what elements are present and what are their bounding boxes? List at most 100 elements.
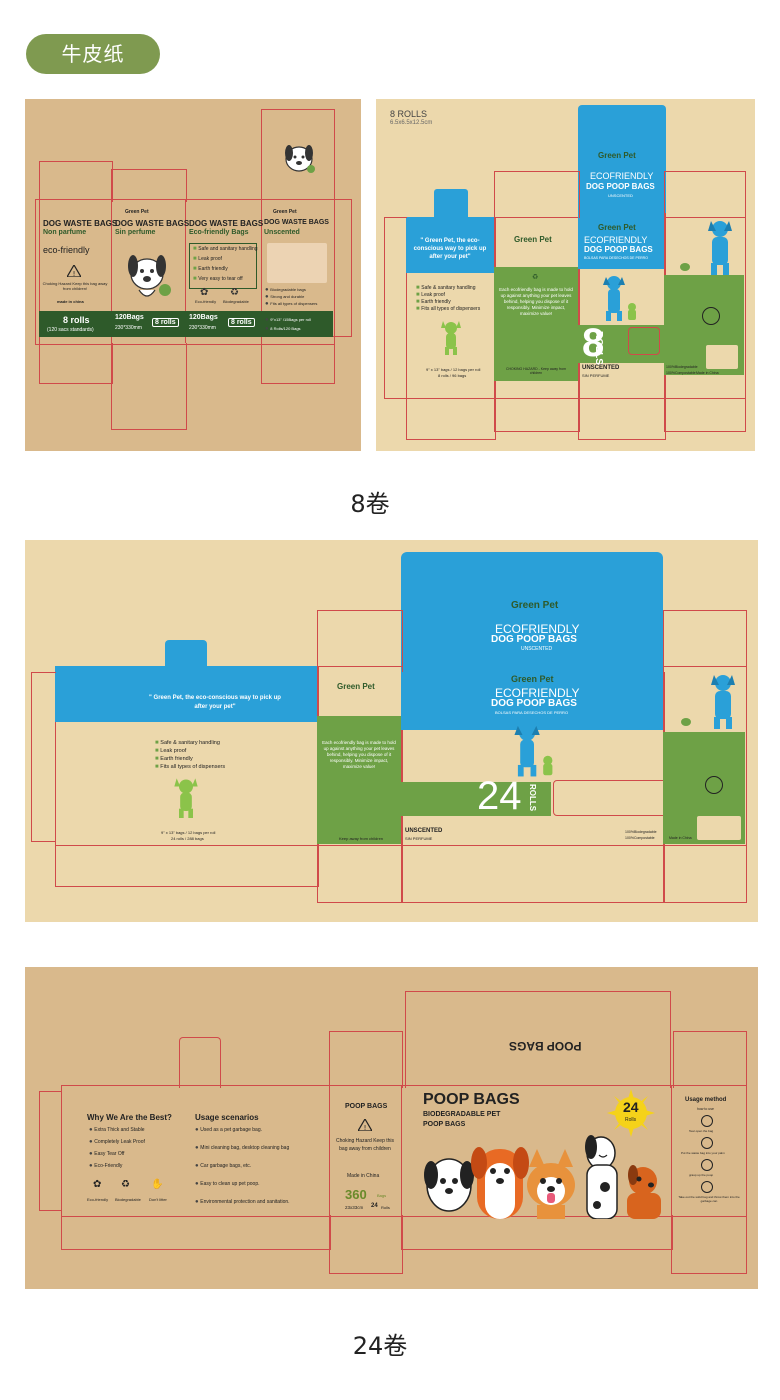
big-num: 24: [477, 774, 522, 818]
flap-brand: Green Pet: [598, 151, 636, 160]
caption-8-rolls: 8卷: [350, 490, 390, 518]
bio: 100%Biodegradable: [666, 365, 698, 369]
front-unscented-es: SIN PERFUME: [582, 373, 610, 378]
poopbags-24-dieline: POOP BAGS Why We Are the Best? Extra Thi…: [25, 967, 758, 1289]
flap-title2: DOG POOP BAGS: [586, 182, 655, 191]
front-sub-es: BOLSAS PARA DESECHOS DE PERRO: [584, 256, 648, 260]
p1-eco: eco-friendly: [43, 245, 90, 255]
p2-rolls: 8 rolls: [152, 318, 179, 327]
p4-feature: Strong and durable: [265, 294, 304, 300]
flap-title1: ECOFRIENDLY: [590, 171, 654, 181]
front-sub2: POOP BAGS: [423, 1121, 466, 1128]
p3-count: 120Bags: [189, 314, 218, 321]
p4-spec: 8 Rolls/120 Bags: [265, 326, 300, 332]
side-warning: Choking Hazard Keep this bag away from c…: [335, 1138, 395, 1152]
section-label-kraft: 牛皮纸: [26, 34, 160, 74]
front-unscented-es: SIN PERFUME: [405, 836, 433, 841]
feature: Leak proof: [155, 748, 186, 754]
leaf-icon: ✿: [200, 287, 209, 298]
usage-sub: how to use: [697, 1107, 714, 1111]
badge-num: 24: [623, 1099, 639, 1115]
header-rolls: 8 ROLLS: [390, 109, 428, 119]
caption-24-rolls: 24卷: [352, 1332, 408, 1360]
usage-method: Usage method: [685, 1097, 727, 1103]
p1-rolls: 8 rolls: [63, 315, 90, 325]
p4-title: DOG WASTE BAGS: [264, 219, 329, 226]
side-count: 360: [345, 1187, 367, 1202]
p3-feature: Very easy to tear off: [193, 276, 242, 282]
front-sub1: BIODEGRADABLE PET: [423, 1111, 501, 1118]
window-cutout: [706, 345, 738, 369]
feature: Fits all types of dispensers: [416, 306, 480, 312]
feature: Safe & sanitary handling: [155, 740, 220, 746]
svg-text:!: !: [73, 270, 76, 277]
front-title: POOP BAGS: [423, 1091, 520, 1108]
warning-icon: !: [67, 265, 81, 277]
green-text: Each ecofriendly bag is made to hold up …: [322, 740, 396, 769]
biodegradable-icon: ♻: [121, 1179, 130, 1190]
spec: 9" x 13" bags / 12 bags per roll: [161, 830, 216, 835]
usage-item: Environmental protection and sanitation.: [195, 1199, 289, 1205]
icon-label: Biodegradable: [115, 1197, 141, 1202]
made: Made in China: [696, 371, 719, 375]
svg-text:!: !: [364, 1124, 367, 1131]
why-item: Eco-Friendly: [89, 1163, 122, 1169]
eco-friendly-icon: ✿: [93, 1179, 102, 1190]
dog-sketch-icon: [285, 145, 315, 173]
made: Made in China: [669, 836, 692, 840]
flap-text: POOP BAGS: [509, 1039, 582, 1053]
recycle-icon: ♻: [230, 287, 239, 298]
front-unscented: UNSCENTED: [582, 365, 620, 371]
comp: 100%Compostable: [666, 371, 696, 375]
side-made: Made in China: [347, 1173, 380, 1179]
sun-badge-icon: [607, 1089, 655, 1137]
side-size: 23x33cm: [345, 1205, 364, 1210]
step-icon: [701, 1137, 713, 1149]
front-title2: DOG POOP BAGS: [584, 245, 653, 254]
flap-unscented: UNSCENTED: [608, 193, 633, 198]
p4-feature: Biodegradable bags: [265, 287, 306, 293]
dog-mascot-icon: [128, 255, 171, 297]
p3-feature: Leak proof: [193, 256, 222, 262]
front-unscented: UNSCENTED: [405, 828, 443, 834]
step-text: Put the waste bag into your palm: [681, 1151, 725, 1155]
step-icon: [701, 1115, 713, 1127]
front-title1: ECOFRIENDLY: [584, 235, 648, 245]
icon-label: Eco-friendly: [87, 1197, 109, 1202]
side-count-unit: Bags: [377, 1193, 387, 1198]
big-word: ROLLS: [528, 784, 537, 812]
step-icon: [701, 1159, 713, 1171]
usage-item: Car garbage bags, etc.: [195, 1163, 251, 1169]
front-sub-es: BOLSAS PARA DESECHOS DE PERRO: [495, 710, 569, 715]
p3-icon1: Eco-friendly: [195, 299, 217, 304]
p4-feature: Fits all types of dispensers: [265, 301, 317, 307]
comp: 100%Compostable: [625, 836, 655, 840]
poop-bag-icon: [681, 718, 691, 726]
p4-spec: 9"x13" /15Bags per roll: [265, 317, 311, 323]
usage-title: Usage scenarios: [195, 1113, 259, 1122]
p2-title: DOG WASTE BAGS: [115, 219, 190, 228]
handle-cutout: [628, 327, 660, 355]
badge-unit: Rolls: [625, 1117, 637, 1123]
spec2: 24 rolls / 288 bags: [171, 836, 204, 841]
kraft-box-dieline: DOG WASTE BAGS Non parfume eco-friendly …: [25, 99, 361, 451]
p1-warning: Choking Hazard Keep this bag away from c…: [42, 281, 108, 291]
p2-size: 230*330mm: [115, 325, 142, 331]
choking: CHOKING HAZARD - Keep away from children: [505, 367, 567, 375]
usage-item: Used as a pet garbage bag.: [195, 1127, 262, 1133]
step-icon: [701, 1181, 713, 1193]
slogan: " Green Pet, the eco-conscious way to pi…: [413, 238, 487, 260]
p3-subtitle: Eco-friendly Bags: [189, 229, 249, 236]
p1-made: made in china: [57, 299, 84, 304]
green-dog-icon: [441, 321, 461, 355]
blue-dog-large-icon: [711, 675, 735, 729]
flap-unscented: UNSCENTED: [521, 646, 553, 652]
why-item: Easy Tear Off: [89, 1151, 124, 1157]
p3-feature: Earth friendly: [193, 266, 227, 272]
feature: Earth friendly: [155, 756, 192, 762]
flap-brand: Green Pet: [511, 600, 559, 611]
front-brand: Green Pet: [598, 223, 636, 232]
header-dims: 6.5x6.5x12.5cm: [390, 120, 433, 126]
feature: Earth friendly: [416, 299, 450, 305]
p1-subtitle: Non parfume: [43, 229, 87, 236]
